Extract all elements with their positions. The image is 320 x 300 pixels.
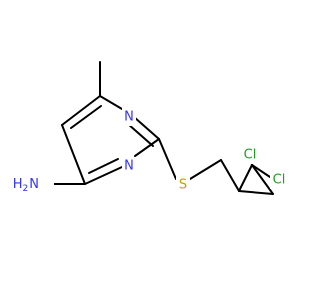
bond-c6-n1 xyxy=(99,95,123,110)
bond-n3-c4-double xyxy=(88,158,119,174)
amine-nitrogen: N xyxy=(29,177,39,192)
label-layer: N N S H2N Cl Cl xyxy=(13,108,288,194)
bond-ccl-2 xyxy=(251,164,271,178)
bond-cp-2 xyxy=(251,164,274,195)
ring-nitrogen-bottom-label: N xyxy=(124,159,134,174)
sulfur-atom: S xyxy=(176,176,190,194)
bond-ch2-cp xyxy=(220,159,240,192)
bond-s-ch2 xyxy=(189,159,222,180)
bond-c5-c6-double xyxy=(70,105,102,129)
bond-n1-c2-double xyxy=(127,123,154,147)
amine-hydrogen: H xyxy=(13,177,23,192)
ring-nitrogen-top: N xyxy=(122,108,136,126)
chlorine-atom-1: Cl xyxy=(241,146,259,164)
ring-nitrogen-bottom: N xyxy=(122,157,136,175)
bond-c5-c6 xyxy=(61,95,101,126)
amine-label: H2N xyxy=(13,177,39,194)
ring-nitrogen-top-label: N xyxy=(124,110,134,125)
amine-group: H2N xyxy=(13,174,54,194)
bond-layer xyxy=(49,61,274,195)
bond-cp-3 xyxy=(238,190,274,195)
bond-n1-c2 xyxy=(133,116,160,140)
bond-n3-c4 xyxy=(84,166,123,185)
molecule-diagram: N N S H2N Cl Cl xyxy=(12,61,288,195)
bond-c4-c5 xyxy=(61,124,86,185)
chlorine-2-label: Cl xyxy=(273,173,286,188)
chlorine-atom-2: Cl xyxy=(270,171,288,189)
amine-subscript: 2 xyxy=(23,184,29,194)
bond-c2-s xyxy=(158,138,177,180)
bond-cp-1 xyxy=(238,164,253,192)
chlorine-1-label: Cl xyxy=(244,148,257,163)
sulfur-label: S xyxy=(179,178,187,193)
bond-c2-n3 xyxy=(134,138,160,157)
